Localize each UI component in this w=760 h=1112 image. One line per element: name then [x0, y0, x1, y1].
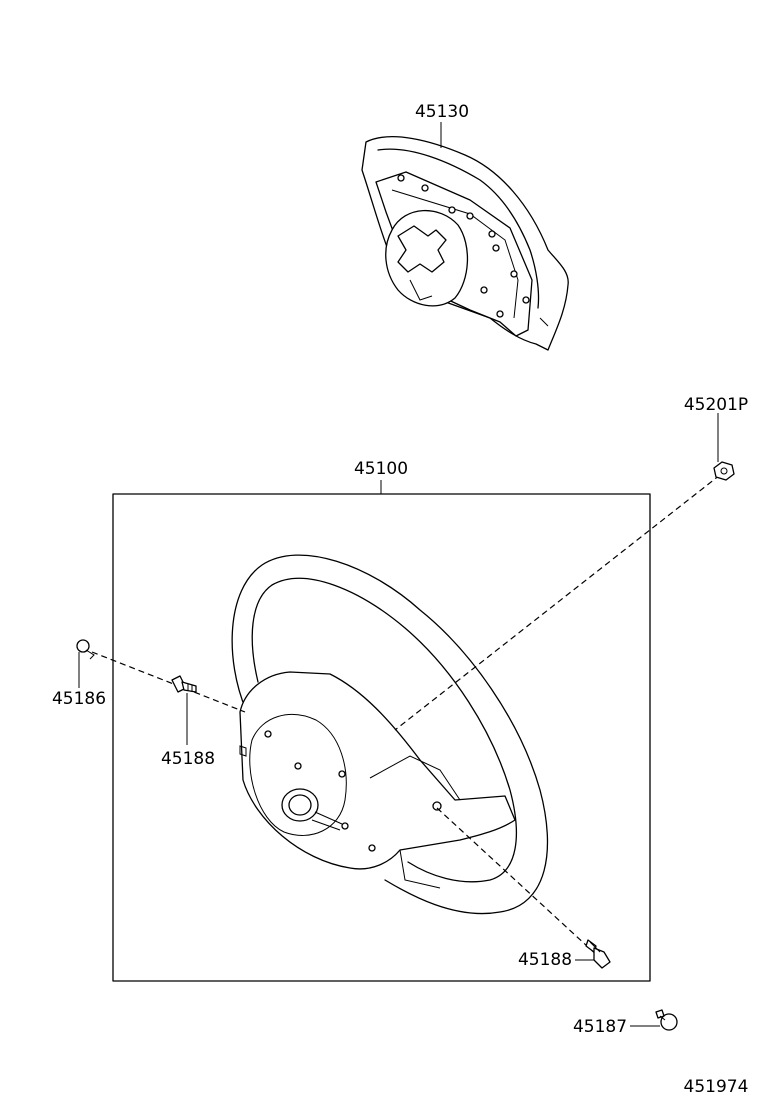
callout-cap-bolt: 45187: [573, 1017, 627, 1037]
bolt-left-part: [171, 675, 197, 693]
bolt-right-part: [585, 939, 611, 969]
nut-part: [713, 461, 735, 481]
nut-assembly-line: [394, 474, 721, 731]
callout-pad: 45130: [415, 102, 469, 122]
callout-nut: 45201P: [684, 395, 748, 415]
screw-part: [76, 639, 95, 660]
horn-pad-part: [361, 136, 569, 351]
figure-number: 451974: [684, 1077, 749, 1097]
steering-wheel-part: [231, 554, 549, 915]
callout-screw-left: 45186: [52, 689, 106, 709]
callout-bolt-right: 45188: [518, 950, 572, 970]
callout-bolt-left: 45188: [161, 749, 215, 769]
bolt-assembly-line: [436, 807, 601, 959]
screw-assembly-line: [91, 651, 246, 713]
cap-bolt-part: [655, 1009, 678, 1031]
callout-wheel: 45100: [354, 459, 408, 479]
